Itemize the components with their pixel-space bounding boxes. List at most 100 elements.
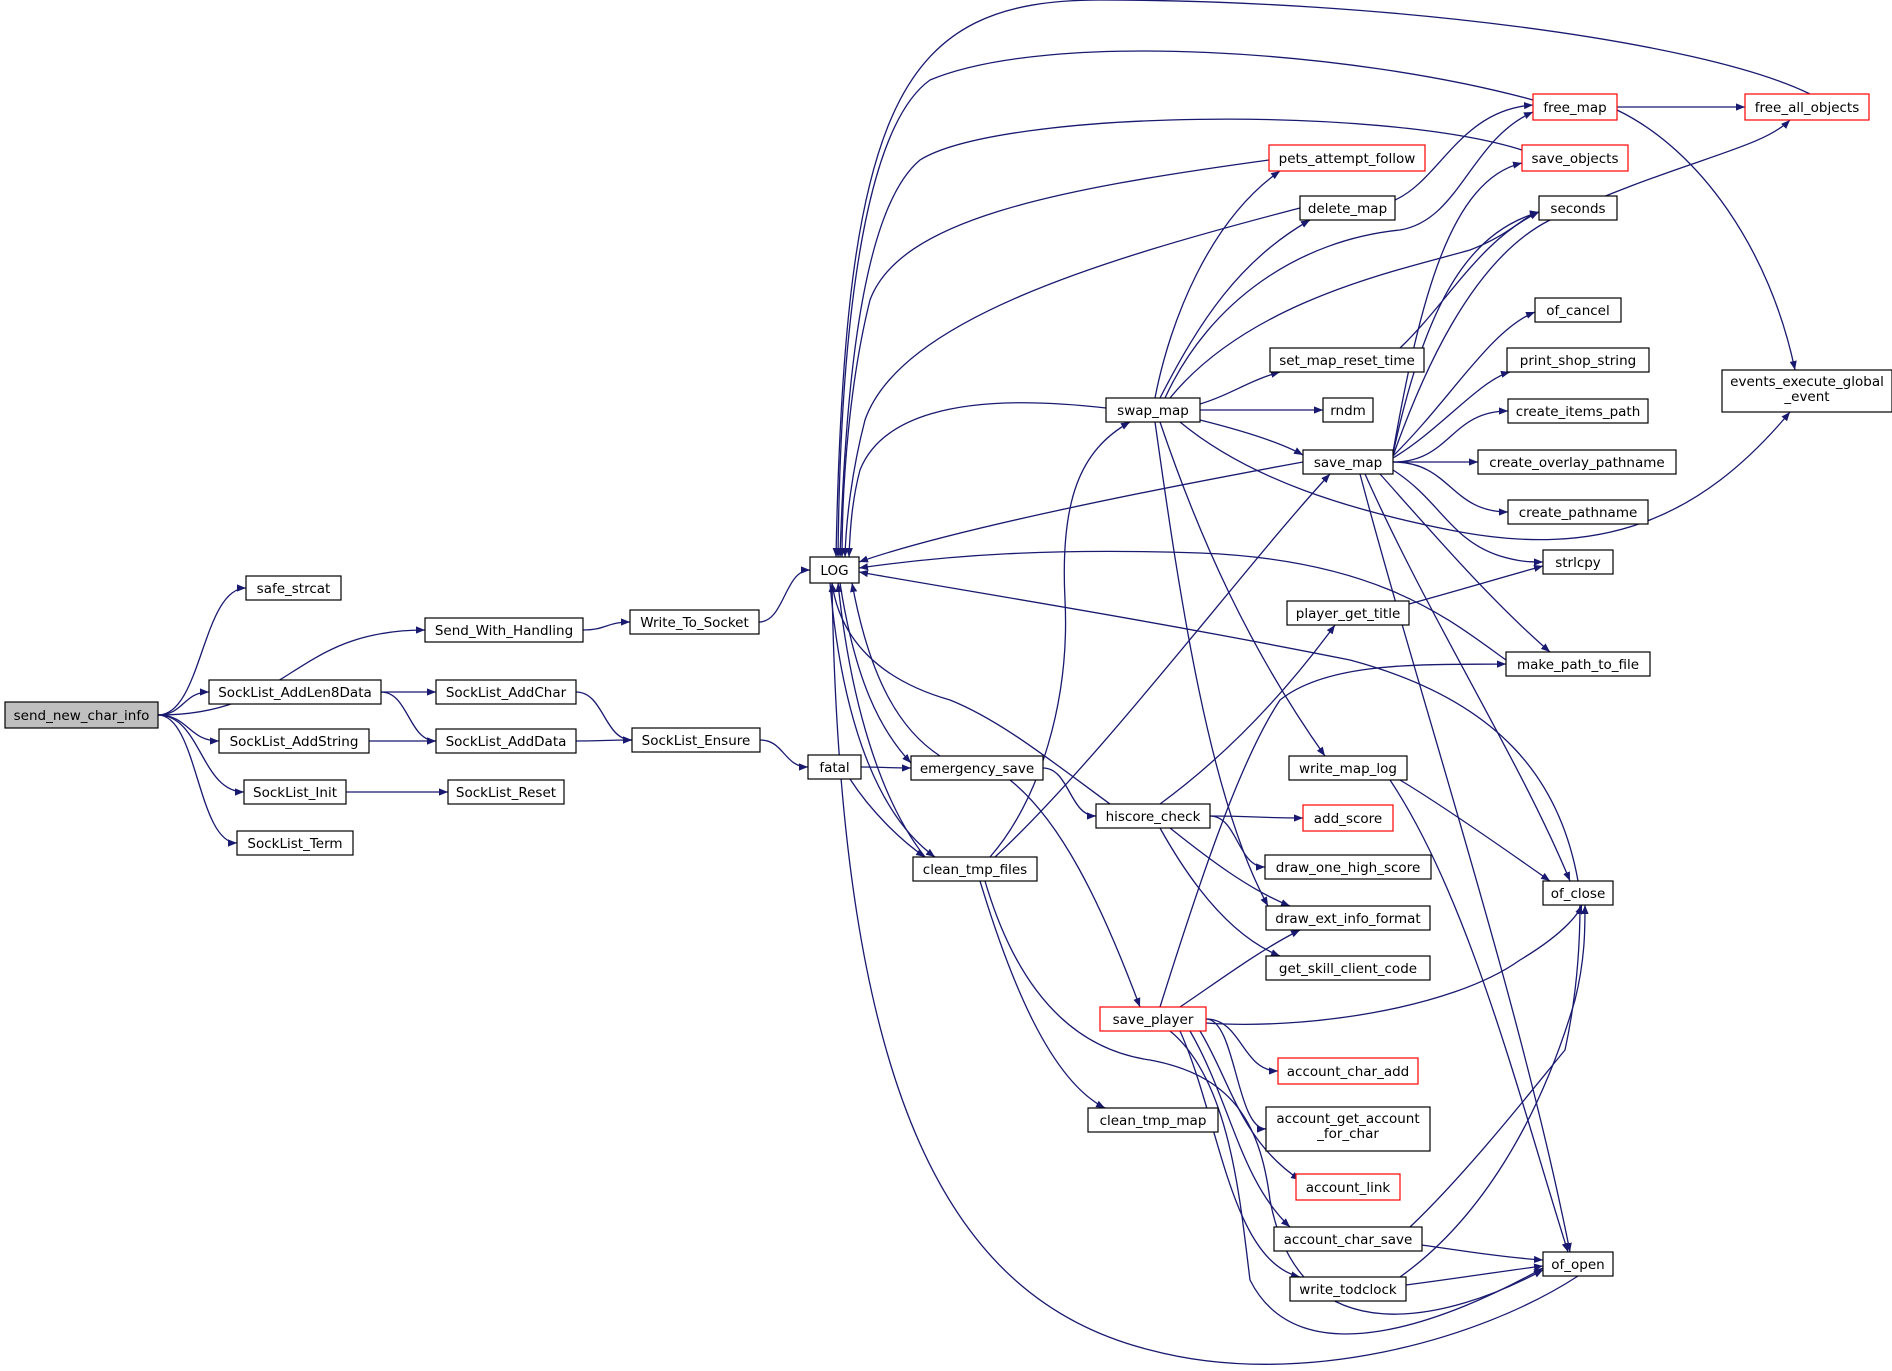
node-label: create_items_path — [1516, 404, 1641, 420]
edge-hiscore_check-to-player_get_title — [1159, 624, 1336, 805]
edge-arrow — [157, 688, 210, 716]
node-box — [1505, 651, 1651, 677]
node-box — [243, 779, 347, 805]
node-socklist-addchar[interactable]: SockList_AddChar — [435, 679, 577, 705]
node-safe-strcat[interactable]: safe_strcat — [245, 575, 342, 601]
node-box — [1095, 803, 1211, 829]
edge-arrow — [1205, 1018, 1267, 1133]
edge-save_map-to-strlcpy — [1392, 469, 1544, 566]
node-save-map[interactable]: save_map — [1302, 449, 1394, 475]
node-label: get_skill_client_code — [1279, 961, 1417, 977]
node-clean-tmp-files[interactable]: clean_tmp_files — [912, 856, 1038, 882]
node-emergency-save[interactable]: emergency_save — [910, 755, 1044, 781]
node-delete-map[interactable]: delete_map — [1299, 195, 1396, 221]
edge-arrow — [1399, 211, 1540, 349]
node-account-char-save[interactable]: account_char_save — [1273, 1226, 1423, 1252]
node-label: strlcpy — [1555, 555, 1601, 571]
edge-write_map_log-to-of_open — [1389, 779, 1569, 1253]
node-log[interactable]: LOG — [809, 556, 860, 584]
node-box — [1273, 1226, 1423, 1252]
edge-arrow — [575, 691, 633, 744]
edge-write_map_log-to-of_close — [1399, 779, 1551, 882]
edge-send_new_char_info-to-SockList_AddString — [157, 714, 220, 745]
node-box — [1265, 905, 1431, 931]
node-create-items-path[interactable]: create_items_path — [1507, 398, 1649, 424]
edge-save_map-to-seconds — [1392, 211, 1540, 455]
node-box — [1542, 1251, 1614, 1277]
edge-clean_tmp_files-to-LOG — [835, 582, 926, 858]
node-hiscore-check[interactable]: hiscore_check — [1095, 803, 1211, 829]
node-save-player[interactable]: save_player — [1099, 1006, 1207, 1032]
edge-make_path_to_file-to-LOG — [858, 550, 1507, 661]
node-add-score[interactable]: add_score — [1302, 804, 1394, 832]
node-create-pathname[interactable]: create_pathname — [1507, 499, 1649, 525]
node-label: SockList_Reset — [456, 785, 556, 801]
node-label: SockList_Term — [247, 836, 342, 852]
edge-swap_map-to-events_execute_global_event — [1179, 411, 1791, 541]
edge-arrow — [1042, 767, 1097, 820]
node-seconds[interactable]: seconds — [1538, 195, 1618, 221]
node-box — [447, 779, 565, 805]
node-account-link[interactable]: account_link — [1295, 1173, 1401, 1201]
edge-arrow — [829, 582, 1111, 805]
node-set-map-reset-time[interactable]: set_map_reset_time — [1269, 347, 1425, 373]
edge-arrow — [1205, 904, 1583, 1025]
node-draw-one-high-score[interactable]: draw_one_high_score — [1264, 854, 1432, 880]
edge-arrow — [1159, 660, 1507, 1008]
node-box — [245, 575, 342, 601]
edge-save_map-to-LOG — [858, 461, 1304, 563]
node-label: account_link — [1306, 1180, 1391, 1196]
edge-arrow — [1408, 564, 1544, 605]
node-free-map[interactable]: free_map — [1532, 93, 1618, 121]
node-free-all-objects[interactable]: free_all_objects — [1744, 93, 1870, 121]
node-swap-map[interactable]: swap_map — [1105, 397, 1201, 423]
node-fatal[interactable]: fatal — [807, 754, 862, 780]
node-create-overlay-pathname[interactable]: create_overlay_pathname — [1477, 449, 1677, 475]
node-label: events_execute_global — [1730, 374, 1884, 390]
node-make-path-to-file[interactable]: make_path_to_file — [1505, 651, 1651, 677]
node-label: Send_With_Handling — [435, 623, 573, 639]
node-strlcpy[interactable]: strlcpy — [1542, 549, 1614, 575]
node-write-map-log[interactable]: write_map_log — [1288, 755, 1408, 781]
edge-send_new_char_info-to-safe_strcat — [157, 584, 247, 716]
edge-Write_To_Socket-to-LOG — [758, 566, 811, 623]
edge-hiscore_check-to-add_score — [1209, 814, 1304, 822]
node-box — [1277, 1057, 1419, 1085]
node-socklist-reset[interactable]: SockList_Reset — [447, 779, 565, 805]
edge-save_player-to-of_close — [1205, 904, 1583, 1025]
edge-arrow — [1399, 779, 1551, 882]
node-account-char-add[interactable]: account_char_add — [1277, 1057, 1419, 1085]
node-events-execute-global-event[interactable]: events_execute_global_event — [1721, 369, 1892, 413]
edge-delete_map-to-free_map — [1394, 102, 1534, 201]
node-label: of_close — [1551, 886, 1606, 902]
node-save-objects[interactable]: save_objects — [1521, 144, 1629, 172]
node-label: send_new_char_info — [14, 708, 150, 724]
node-label: delete_map — [1308, 201, 1387, 217]
node-rndm[interactable]: rndm — [1322, 397, 1374, 423]
node-socklist-addlen8data[interactable]: SockList_AddLen8Data — [208, 679, 382, 705]
node-player-get-title[interactable]: player_get_title — [1286, 600, 1410, 626]
node-socklist-addstring[interactable]: SockList_AddString — [218, 728, 370, 754]
node-socklist-adddata[interactable]: SockList_AddData — [435, 728, 577, 754]
node-box — [1538, 195, 1618, 221]
edge-send_new_char_info-to-SockList_Init — [157, 714, 245, 796]
node-write-todclock[interactable]: write_todclock — [1289, 1276, 1407, 1302]
node-send-with-handling[interactable]: Send_With_Handling — [424, 617, 584, 643]
node-socklist-init[interactable]: SockList_Init — [243, 779, 347, 805]
node-box — [1534, 297, 1622, 323]
node-draw-ext-info-format[interactable]: draw_ext_info_format — [1265, 905, 1431, 931]
node-write-to-socket[interactable]: Write_To_Socket — [629, 609, 760, 635]
edge-send_new_char_info-to-SockList_AddLen8Data — [157, 688, 210, 716]
node-get-skill-client-code[interactable]: get_skill_client_code — [1265, 955, 1431, 981]
node-of-open[interactable]: of_open — [1542, 1251, 1614, 1277]
node-of-close[interactable]: of_close — [1542, 880, 1614, 906]
node-pets-attempt-follow[interactable]: pets_attempt_follow — [1268, 144, 1426, 172]
node-clean-tmp-map[interactable]: clean_tmp_map — [1087, 1107, 1219, 1133]
node-socklist-term[interactable]: SockList_Term — [236, 830, 354, 856]
node-account-get-account-for-char[interactable]: account_get_account_for_char — [1265, 1106, 1431, 1152]
node-socklist-ensure[interactable]: SockList_Ensure — [631, 727, 761, 753]
node-label: account_char_add — [1287, 1064, 1410, 1080]
node-label: rndm — [1330, 403, 1366, 419]
node-print-shop-string[interactable]: print_shop_string — [1506, 347, 1650, 373]
node-of-cancel[interactable]: of_cancel — [1534, 297, 1622, 323]
